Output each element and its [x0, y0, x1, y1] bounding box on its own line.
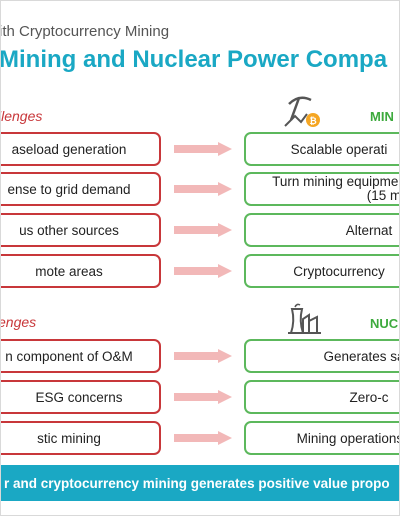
arrow-right-icon [174, 182, 232, 196]
mining-challenge-1: aseload generation [1, 132, 161, 166]
summary-banner-text: r and cryptocurrency mining generates po… [4, 475, 390, 491]
nuclear-plant-icon [288, 303, 321, 334]
mining-benefit-4: Cryptocurrency [244, 254, 399, 288]
arrow-right-icon [174, 223, 232, 237]
mining-benefit-3-text: Alternat [345, 222, 393, 238]
challenges-label-nuclear: enges [0, 314, 37, 330]
nuclear-benefit-2: Zero-c [244, 380, 399, 414]
mining-benefit-1-text: Scalable operati [290, 141, 388, 157]
mining-benefit-2-line-1: Turn mining equipmen [272, 174, 400, 189]
arrow-right-icon [174, 142, 232, 156]
mining-benefit-3: Alternat [244, 213, 399, 247]
mining-challenge-3: us other sources [1, 213, 161, 247]
slide-supertitle: ith Cryptocurrency Mining [0, 23, 170, 40]
mining-label: MIN [370, 109, 394, 124]
nuclear-challenge-1: n component of O&M [1, 339, 161, 373]
svg-text:₿: ₿ [309, 116, 316, 127]
mining-benefit-2: Turn mining equipmen (15 m [244, 172, 400, 206]
mining-challenge-2: ense to grid demand [1, 172, 161, 206]
mining-benefit-1: Scalable operati [244, 132, 399, 166]
nuclear-benefit-3-text: Mining operations r [296, 430, 400, 446]
nuclear-challenge-2: ESG concerns [1, 380, 161, 414]
mining-challenge-4: mote areas [1, 254, 161, 288]
arrow-right-icon [174, 390, 232, 404]
mining-benefit-4-text: Cryptocurrency [293, 263, 385, 279]
mining-benefit-2-line-2: (15 m [366, 188, 400, 203]
nuclear-benefit-2-text: Zero-c [349, 389, 389, 405]
nuclear-benefit-1-text: Generates sa [323, 348, 400, 364]
nuclear-challenge-3: stic mining [1, 421, 161, 455]
nuclear-benefit-3: Mining operations r [244, 421, 400, 455]
summary-banner: r and cryptocurrency mining generates po… [1, 465, 399, 501]
challenges-label-mining: llenges [0, 108, 43, 124]
arrow-right-icon [174, 264, 232, 278]
arrow-right-icon [174, 431, 232, 445]
nuclear-label: NUCL [370, 316, 399, 331]
arrow-right-icon [174, 349, 232, 363]
nuclear-benefit-1: Generates sa [244, 339, 400, 373]
mining-pickaxe-bitcoin-icon: ₿ [284, 96, 320, 127]
slide-title: Mining and Nuclear Power Compa [0, 46, 388, 73]
